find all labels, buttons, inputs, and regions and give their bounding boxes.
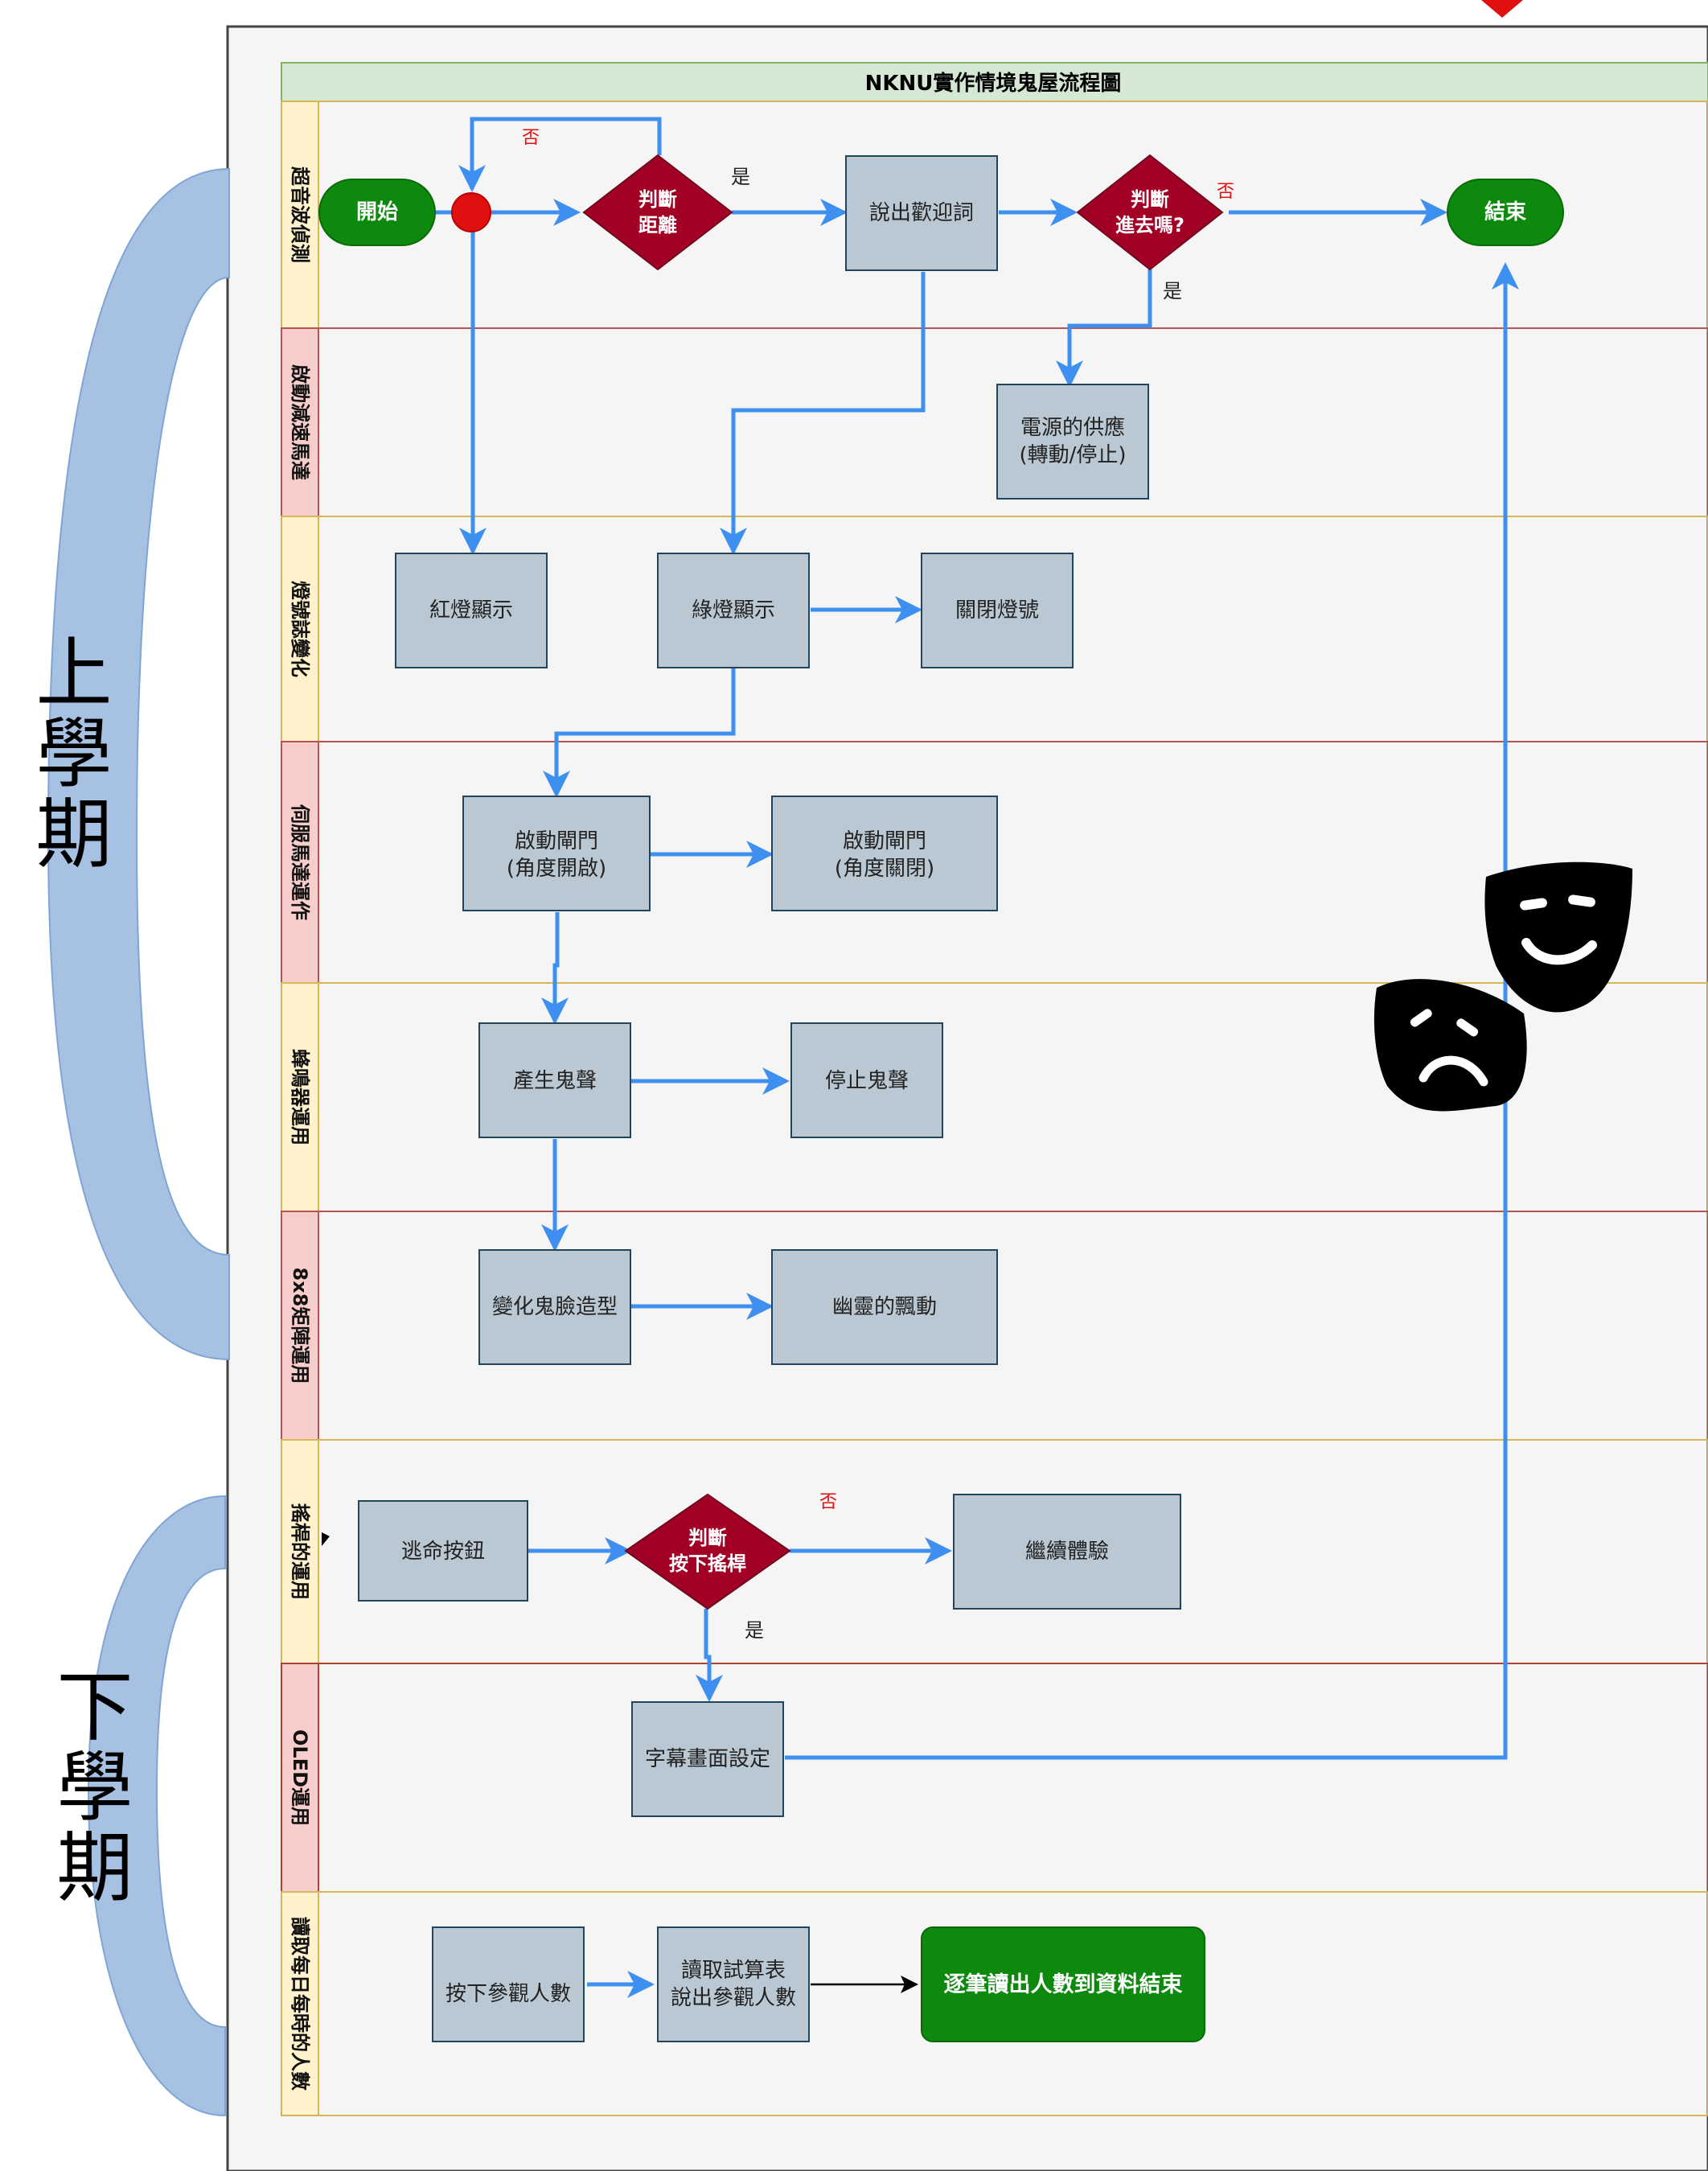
continue-experience-label: 繼續體驗 xyxy=(1025,1540,1109,1564)
power-label-1: 電源的供應 xyxy=(1020,416,1125,440)
ghost-move-box xyxy=(771,1249,998,1365)
process-labels: 說出歡迎詞 電源的供應 (轉動/停止) 紅燈顯示 綠燈顯示 關閉燈號 啟動閘門 … xyxy=(401,201,1127,2010)
power-label-2: (轉動/停止) xyxy=(1019,443,1126,467)
gate-close-label-2: (角度關閉) xyxy=(835,857,934,881)
swimlane-header-4 xyxy=(281,741,319,984)
edge-green-gate-open xyxy=(543,668,736,798)
continue-experience-box xyxy=(953,1494,1181,1610)
swimlane-label-5: 蜂鳴器運用 xyxy=(289,1049,311,1145)
process-boxes xyxy=(358,155,1181,2042)
swimlane-label-1: 超音波偵測 xyxy=(289,167,311,263)
lower-semester-bracket xyxy=(87,1495,226,2117)
upper-semester-label-3: 期 xyxy=(35,791,112,879)
start-terminal xyxy=(318,179,436,246)
stop-sound-box xyxy=(790,1022,943,1138)
ghost-face-label: 變化鬼臉造型 xyxy=(492,1295,618,1319)
edge-judge-loop-no xyxy=(458,117,662,192)
upper-semester-label-2: 學 xyxy=(35,710,112,799)
swimlane-label-6: 8x8矩陣運用 xyxy=(289,1268,311,1384)
junction-point xyxy=(451,192,491,232)
judge-distance-diamond xyxy=(582,154,733,271)
upper-semester-label-1: 上 xyxy=(35,630,112,718)
lower-semester-label-3: 期 xyxy=(56,1824,133,1913)
stop-sound-label: 停止鬼聲 xyxy=(825,1069,909,1093)
gate-open-label-1: 啟動閘門 xyxy=(515,829,598,853)
upper-semester-bracket xyxy=(47,167,230,1361)
swimlane-header-3 xyxy=(281,516,319,742)
end-label: 結束 xyxy=(1484,199,1527,224)
subtitle-setting-box xyxy=(631,1701,784,1817)
judge-enter-label-2: 進去嗎? xyxy=(1115,214,1185,236)
gate-open-label-2: (角度開啟) xyxy=(507,857,606,881)
edge-label-no-2: 否 xyxy=(1217,182,1234,202)
subtitle-setting-label: 字幕畫面設定 xyxy=(645,1747,770,1771)
edge-judge-enter-power xyxy=(1056,269,1152,388)
read-sheet-box xyxy=(657,1926,810,2042)
lower-semester-label-1: 下 xyxy=(56,1663,133,1752)
swimlane-label-3: 燈號誌變化 xyxy=(289,581,311,677)
say-welcome-label: 說出歡迎詞 xyxy=(869,201,974,225)
gate-close-label-1: 啟動閘門 xyxy=(843,829,926,853)
swimlane-label-9: 讀取每日每時的人數 xyxy=(289,1917,311,2091)
edge-welcome-green-light xyxy=(720,272,926,555)
power-supply-box xyxy=(996,384,1149,500)
small-arrow-marker xyxy=(322,1532,330,1546)
edge-label-no-3: 否 xyxy=(819,1492,837,1512)
lights-off-box xyxy=(921,553,1074,668)
heart-icon xyxy=(1481,0,1523,18)
ghost-sound-label: 產生鬼聲 xyxy=(513,1069,597,1093)
swimlane-label-8: OLED運用 xyxy=(289,1729,311,1826)
read-sheet-label-2: 說出參觀人數 xyxy=(671,1986,796,2010)
gate-close-box xyxy=(771,796,998,911)
edge-gate-ghost-sound xyxy=(541,912,569,1025)
edge-label-no-1: 否 xyxy=(522,128,540,148)
press-count-label: 按下參觀人數 xyxy=(445,1982,571,2006)
swimlane-header-7 xyxy=(281,1439,319,1664)
lower-semester-label-2: 學 xyxy=(56,1744,133,1832)
judge-joystick-diamond xyxy=(624,1493,791,1610)
green-light-label: 綠燈顯示 xyxy=(692,598,775,623)
swimlane-header-9 xyxy=(281,1891,319,2116)
gate-open-box xyxy=(462,796,651,911)
output-count-label: 逐筆讀出人數到資料結束 xyxy=(944,1972,1183,1997)
swimlane-header-5 xyxy=(281,982,319,1212)
edge-label-yes-1: 是 xyxy=(731,166,750,188)
red-light-label: 紅燈顯示 xyxy=(429,598,513,623)
swimlane-label-4: 伺服馬達運作 xyxy=(289,804,311,920)
judge-enter-diamond xyxy=(1076,154,1224,271)
output-count-terminal xyxy=(921,1926,1205,2042)
judge-enter-label-1: 判斷 xyxy=(1131,188,1169,211)
swimlane-header-8 xyxy=(281,1663,319,1893)
swimlane-label-2: 啟動減速馬達 xyxy=(289,364,311,480)
theater-masks-icon xyxy=(1373,861,1632,1112)
ghost-face-box xyxy=(478,1249,631,1365)
judge-distance-label-2: 距離 xyxy=(638,214,677,236)
escape-button-box xyxy=(358,1500,528,1602)
read-sheet-label-1: 讀取試算表 xyxy=(681,1959,786,1983)
connectors xyxy=(436,117,1519,1998)
diagram-title: NKNU實作情境鬼屋流程圖 xyxy=(865,71,1122,96)
swimlane-header-6 xyxy=(281,1211,319,1441)
ghost-sound-box xyxy=(478,1022,631,1138)
start-label: 開始 xyxy=(356,200,398,224)
lights-off-label: 關閉燈號 xyxy=(955,598,1039,623)
say-welcome-box xyxy=(845,155,998,271)
judge-joystick-label-1: 判斷 xyxy=(688,1527,727,1549)
end-terminal xyxy=(1447,179,1564,246)
swimlane-label-7: 搖桿的運用 xyxy=(289,1503,311,1600)
edge-subtitle-end xyxy=(785,262,1519,1760)
green-light-box xyxy=(657,553,810,668)
judge-distance-label-1: 判斷 xyxy=(638,188,677,211)
escape-button-label: 逃命按鈕 xyxy=(401,1540,485,1564)
press-count-box xyxy=(432,1926,585,2042)
edge-judge-subtitle xyxy=(696,1609,723,1702)
judge-joystick-label-2: 按下搖桿 xyxy=(669,1552,746,1575)
edge-label-yes-2: 是 xyxy=(1163,280,1182,302)
red-light-box xyxy=(395,553,548,668)
edge-label-yes-3: 是 xyxy=(745,1619,764,1642)
ghost-move-label: 幽靈的飄動 xyxy=(832,1295,937,1319)
